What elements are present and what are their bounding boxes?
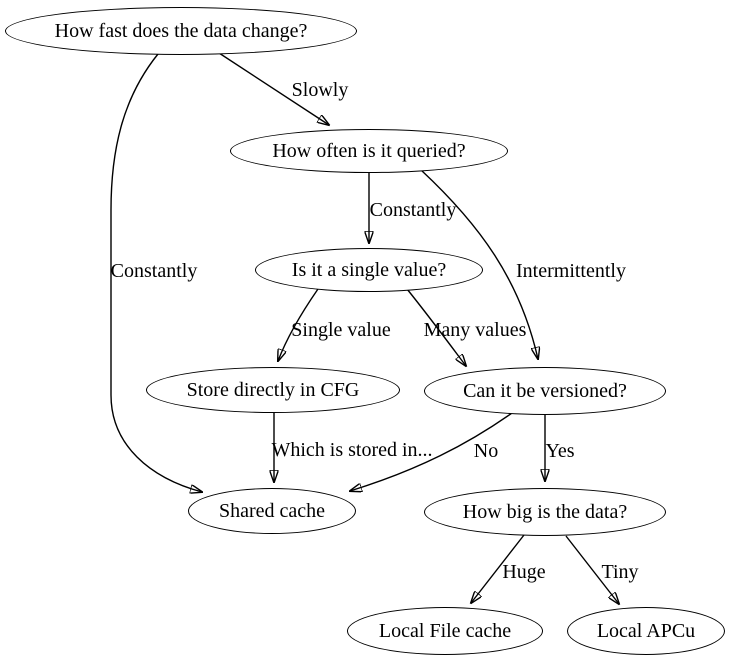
node-is-it-a-single-value: Is it a single value? — [255, 248, 483, 292]
edge-label-tiny: Tiny — [601, 561, 639, 583]
node-how-fast-does-data-change: How fast does the data change? — [5, 7, 357, 55]
edge-label-constantly-left: Constantly — [110, 260, 198, 282]
edge-label-intermittently: Intermittently — [516, 260, 626, 282]
edge-single-value-to-versioned — [406, 288, 466, 366]
edge-label-yes: Yes — [545, 440, 575, 462]
edge-versioned-to-shared-cache — [350, 412, 513, 491]
node-shared-cache: Shared cache — [188, 488, 356, 534]
edge-label-constantly-middle: Constantly — [369, 199, 457, 221]
node-how-big-is-the-data: How big is the data? — [424, 488, 666, 536]
node-local-apcu: Local APCu — [567, 607, 725, 655]
edge-label-many-values: Many values — [423, 319, 527, 341]
edge-label-no: No — [473, 440, 499, 462]
edge-single-value-to-store-cfg — [278, 288, 319, 361]
edge-label-single-value: Single value — [291, 319, 391, 341]
node-how-often-is-it-queried: How often is it queried? — [230, 129, 508, 173]
edge-label-slowly: Slowly — [291, 79, 349, 101]
edge-how-often-to-versioned — [420, 169, 538, 359]
edge-how-fast-to-how-often — [218, 52, 329, 125]
node-store-directly-in-cfg: Store directly in CFG — [146, 367, 400, 413]
edge-how-big-to-local-apcu — [565, 535, 619, 604]
edge-how-big-to-local-file — [471, 534, 525, 603]
edge-label-huge: Huge — [502, 561, 546, 583]
edge-label-which-is-stored-in: Which is stored in... — [271, 439, 433, 461]
node-local-file-cache: Local File cache — [347, 607, 543, 655]
edge-how-fast-to-shared-cache — [110, 53, 202, 492]
node-can-it-be-versioned: Can it be versioned? — [424, 367, 666, 415]
